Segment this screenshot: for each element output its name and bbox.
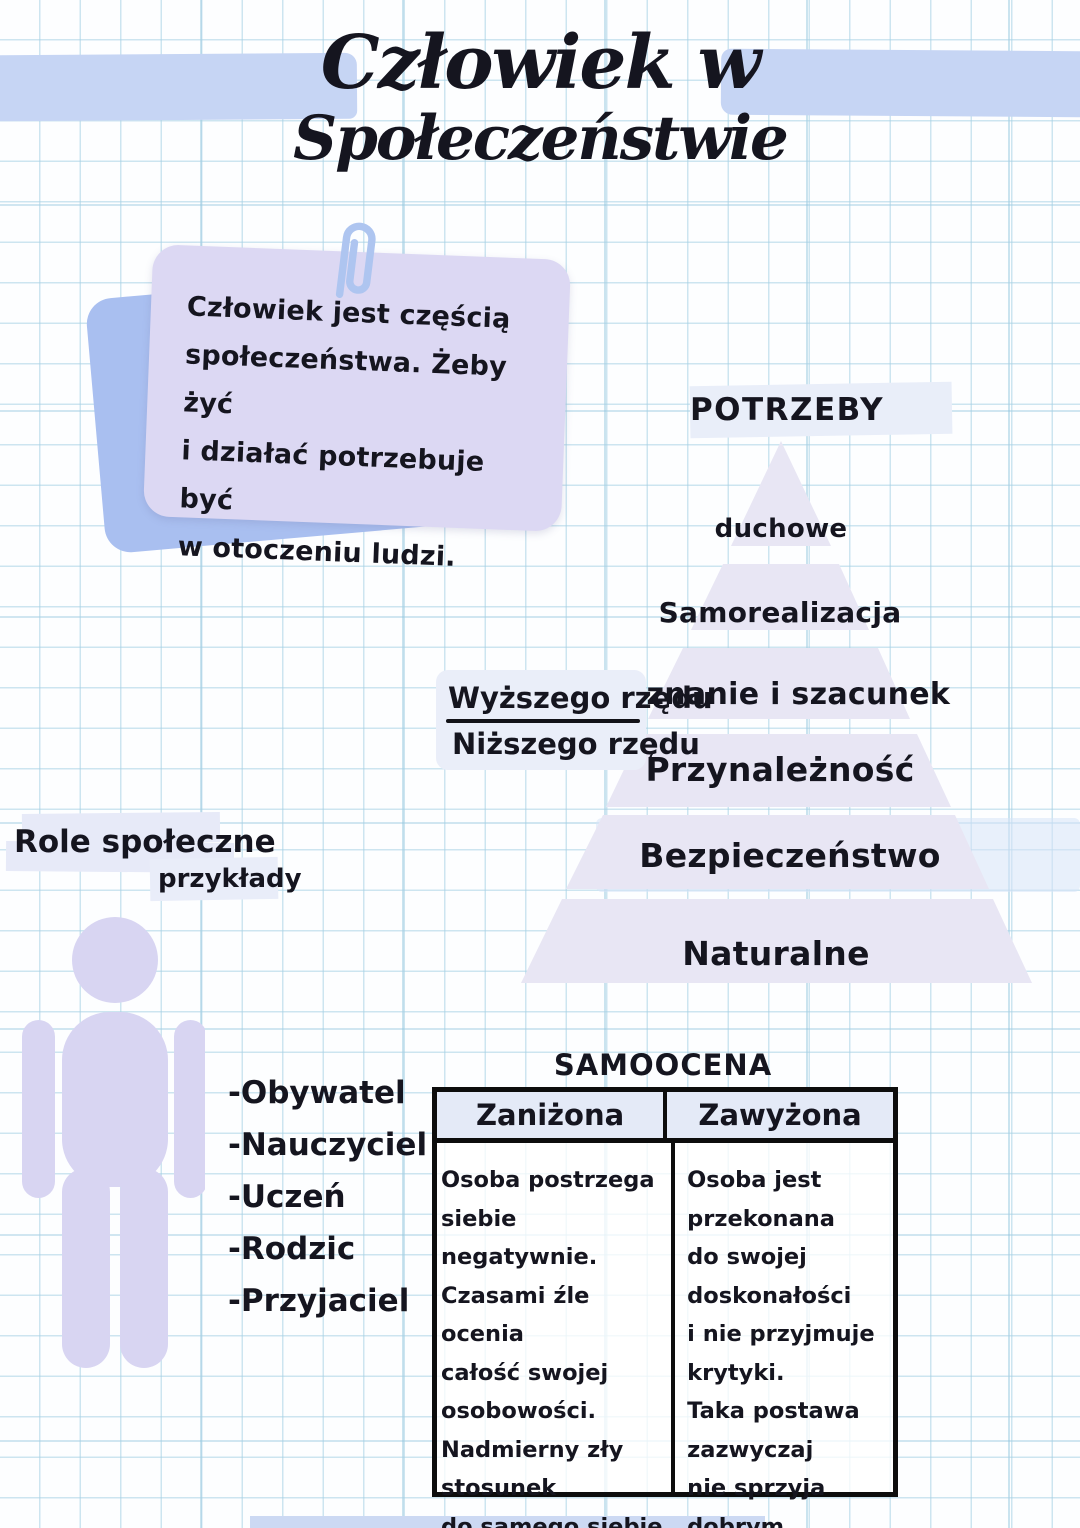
- lower-order-label: Niższego rzędu: [452, 727, 700, 761]
- paperclip-icon: [335, 222, 376, 298]
- selfesteem-high-text: Osoba jest przekonana do swojej doskonał…: [687, 1167, 875, 1528]
- pyramid-level-shape-2: [691, 564, 869, 630]
- selfesteem-col-low: Zaniżona: [437, 1092, 668, 1138]
- pyramid-level-label: Przynależność: [645, 750, 915, 789]
- roles-list-item: -Nauczyciel: [228, 1127, 428, 1163]
- roles-list-item: -Rodzic: [228, 1231, 356, 1267]
- pyramid-level-shape-3: [648, 648, 910, 719]
- pyramid-level-label: Naturalne: [682, 934, 870, 973]
- pyramid-level-shape-5: [566, 815, 989, 889]
- selfesteem-cell-low: Osoba postrzega siebie negatywnie. Czasa…: [437, 1143, 676, 1528]
- selfesteem-title: SAMOOCENA: [553, 1048, 773, 1082]
- roles-subtitle: przykłady: [158, 864, 302, 894]
- page-title: Człowiek w Społeczeństwie: [0, 26, 1080, 169]
- pyramid-level-label: duchowe: [714, 514, 848, 544]
- needs-title: POTRZEBY: [689, 392, 885, 428]
- pyramid-level-shape-4: [606, 734, 951, 807]
- selfesteem-cell-high: Osoba jest przekonana do swojej doskonał…: [675, 1143, 893, 1528]
- roles-list-item: -Uczeń: [228, 1179, 346, 1215]
- order-divider-line: [446, 719, 640, 723]
- pyramid-level-label: Samorealizacja: [658, 596, 902, 629]
- selfesteem-table: Zaniżona Zawyżona Osoba postrzega siebie…: [432, 1087, 898, 1528]
- selfesteem-col-high: Zawyżona: [698, 1098, 862, 1132]
- roles-list-item: -Obywatel: [228, 1075, 406, 1111]
- pyramid-level-shape-6: [521, 899, 1032, 983]
- selfesteem-table-body: Osoba postrzega siebie negatywnie. Czasa…: [437, 1143, 893, 1528]
- roles-title: Role społeczne: [14, 824, 276, 860]
- higher-order-label: Wyższego rzędu: [448, 681, 713, 715]
- roles-list: -Obywatel -Nauczyciel -Uczeń -Rodzic -Pr…: [228, 1078, 427, 1338]
- person-icon: [22, 917, 205, 1368]
- page-title-line-2: Społeczeństwie: [293, 103, 789, 174]
- roles-list-item: -Przyjaciel: [228, 1283, 410, 1319]
- pyramid-level-label: Uznanie i szacunek: [621, 677, 951, 712]
- selfesteem-table-header: Zaniżona Zawyżona: [437, 1092, 893, 1143]
- selfesteem-low-text: Osoba postrzega siebie negatywnie. Czasa…: [441, 1167, 663, 1528]
- bottom-accent-bar: [250, 1516, 765, 1528]
- pyramid-level-label: Bezpieczeństwo: [639, 836, 941, 875]
- page-title-line-1: Człowiek w: [320, 20, 761, 106]
